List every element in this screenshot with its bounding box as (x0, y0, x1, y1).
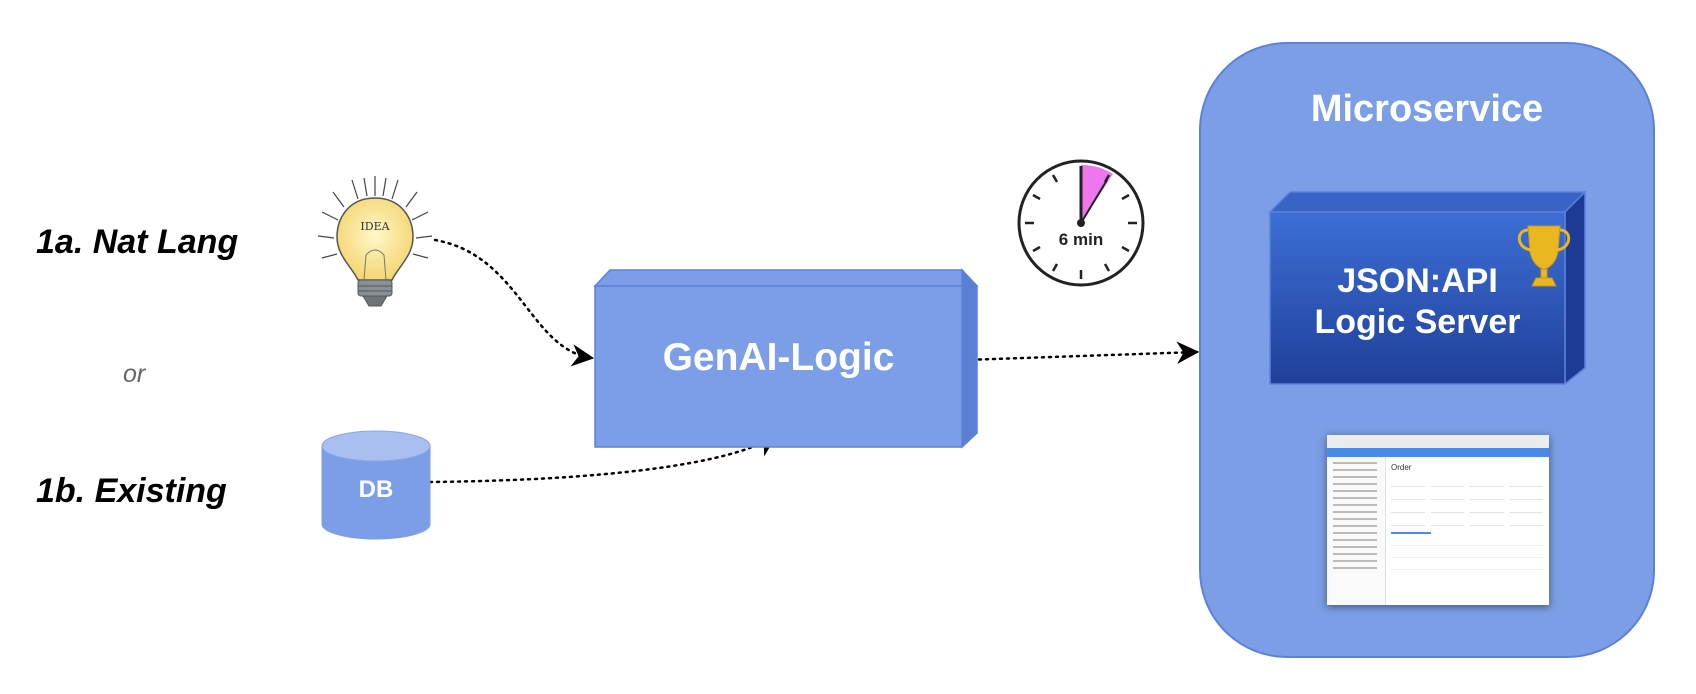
screenshot-table (1391, 537, 1543, 570)
lightbulb-icon: IDEA (317, 176, 433, 307)
screenshot-browser-bar (1327, 435, 1549, 448)
input-nat-lang-label: 1a. Nat Lang (36, 223, 239, 261)
screenshot-tab-indicator (1391, 532, 1431, 534)
database-icon (321, 430, 431, 540)
microservice-title: Microservice (1310, 88, 1544, 130)
timer-label: 6 min (1058, 230, 1104, 249)
screenshot-sidebar (1327, 457, 1386, 605)
arrow-idea-to-genai (433, 238, 595, 367)
or-label: or (123, 360, 146, 388)
input-existing-label: 1b. Existing (36, 472, 227, 510)
screenshot-main: Order (1391, 463, 1543, 605)
genai-logic-label: GenAI-Logic (662, 336, 895, 379)
trophy-icon (1517, 225, 1571, 287)
screenshot-title: Order (1391, 463, 1412, 472)
arrow-genai-to-microservice (963, 341, 1200, 364)
screenshot-fields (1391, 480, 1543, 526)
db-label: DB (358, 476, 394, 503)
logic-server-line2: Logic Server (1314, 303, 1521, 341)
admin-app-screenshot: Order (1327, 435, 1549, 605)
screenshot-nav-bar (1327, 448, 1549, 457)
logic-server-box (1268, 190, 1587, 386)
genai-logic-box (593, 268, 979, 449)
lightbulb-idea-text: IDEA (360, 220, 390, 233)
logic-server-line1: JSON:API (1337, 262, 1498, 300)
timer-icon (1017, 159, 1145, 287)
